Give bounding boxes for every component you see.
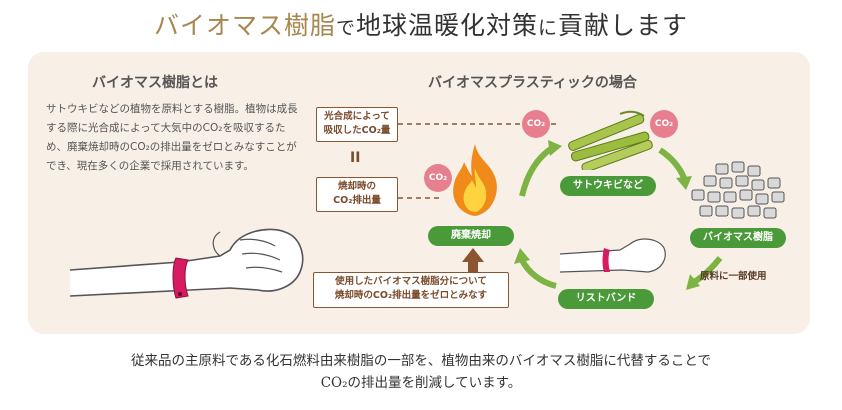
title-part4: 貢献します: [558, 11, 689, 40]
note-line1: 使用したバイオマス樹脂分について: [335, 276, 487, 287]
wristband-fist-small-icon: [560, 238, 666, 273]
sugarcane-icon: [568, 110, 653, 170]
co2-bubble-emit: CO₂: [424, 164, 452, 192]
emitted-line2: CO₂排出量: [333, 195, 381, 206]
absorbed-line2: 吸収したCO₂量: [323, 125, 391, 136]
left-body-text: サトウキビなどの植物を原料とする樹脂。植物は成長する際に光合成によって大気中のC…: [46, 103, 298, 172]
node-sugarcane: サトウキビなど: [560, 176, 656, 196]
absorbed-line1: 光合成によって: [324, 111, 390, 122]
bottom-text-line1: 従来品の主原料である化石燃料由来樹脂の一部を、植物由来のバイオマス樹脂に代替する…: [131, 353, 711, 369]
co2-bubble-absorb-left: CO₂: [522, 110, 550, 138]
note-line2: 焼却時のCO₂排出量をゼロとみなす: [334, 290, 488, 301]
title-part2: 地球温暖化対策: [355, 11, 538, 40]
title-accent: バイオマス樹脂: [153, 11, 336, 40]
zero-emission-note-box: 使用したバイオマス樹脂分について 焼却時のCO₂排出量をゼロとみなす: [313, 272, 509, 308]
node-incineration: 廃棄焼却: [428, 226, 514, 246]
resin-pellets-icon: [691, 161, 785, 219]
node-biomass-resin: バイオマス樹脂: [690, 228, 786, 248]
co2-bubble-absorb-right: CO₂: [650, 110, 678, 138]
emitted-line1: 焼却時の: [337, 181, 376, 192]
left-heading: バイオマス樹脂とは: [92, 75, 218, 91]
bottom-text-line2: CO₂の排出量を削減しています。: [320, 375, 522, 391]
raw-material-note: 原料に一部使用: [700, 271, 767, 282]
node-wristband: リストバンド: [558, 289, 654, 309]
emitted-co2-box: 焼却時の CO₂排出量: [316, 177, 398, 212]
title-part1: で: [335, 17, 356, 39]
fist-wristband-illustration: [70, 228, 304, 299]
title-part3: に: [538, 17, 559, 39]
absorbed-co2-box: 光合成によって 吸収したCO₂量: [316, 107, 398, 142]
page-title: バイオマス樹脂で地球温暖化対策に貢献します: [0, 6, 842, 42]
right-heading: バイオマスプラスティックの場合: [428, 75, 637, 91]
equals-sign: II: [350, 150, 361, 166]
flame-icon: [453, 144, 497, 216]
